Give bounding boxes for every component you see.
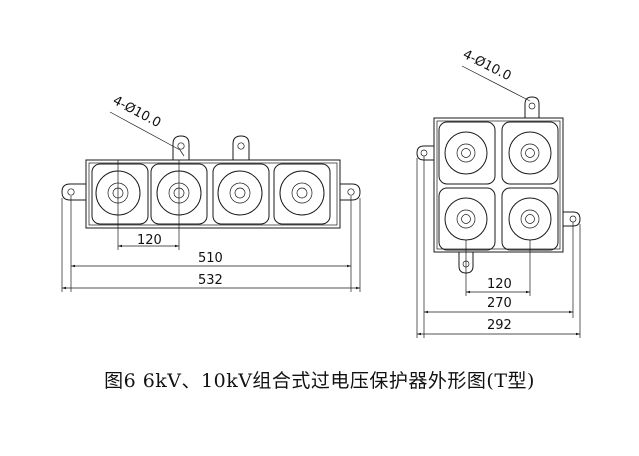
arrester-module: [273, 163, 331, 225]
left-dim-inner: 510: [71, 251, 351, 268]
top-lug-1: [172, 135, 190, 160]
arrester-module: [91, 160, 149, 250]
right-dim-overall-text: 292: [487, 318, 512, 333]
right-dim-inner: 270: [424, 296, 573, 314]
left-end-lug: [61, 183, 86, 201]
arrester-module: [438, 121, 496, 185]
right-side-lug-left: [416, 145, 434, 161]
right-end-lug: [340, 183, 361, 201]
arrester-module: [212, 163, 270, 225]
left-dim-overall: 532: [62, 273, 360, 290]
right-dim-inner-text: 270: [487, 296, 512, 311]
top-lug-2: [232, 135, 250, 160]
left-dim-overall-text: 532: [198, 273, 223, 288]
left-hole-callout-text: 4-Ø10.0: [110, 93, 163, 131]
right-top-lug: [524, 96, 540, 118]
right-assembly: 4-Ø10.0 120 270 292: [416, 47, 581, 338]
left-dim-pitch: 120: [118, 233, 179, 248]
left-dim-pitch-text: 120: [137, 233, 162, 248]
arrester-module: [438, 187, 496, 251]
right-hole-callout: 4-Ø10.0: [460, 47, 531, 102]
figure-caption: 图6 6kV、10kV组合式过电压保护器外形图(T型): [104, 370, 535, 392]
arrester-module: [501, 121, 559, 185]
left-assembly: 4-Ø10.0 120 510 532: [61, 93, 361, 292]
right-dim-overall: 292: [417, 318, 580, 336]
right-side-lug-right: [563, 211, 581, 227]
right-dim-pitch-text: 120: [487, 277, 512, 292]
arrester-module: [150, 160, 208, 250]
right-dim-pitch: 120: [466, 277, 530, 294]
left-dim-inner-text: 510: [198, 251, 223, 266]
